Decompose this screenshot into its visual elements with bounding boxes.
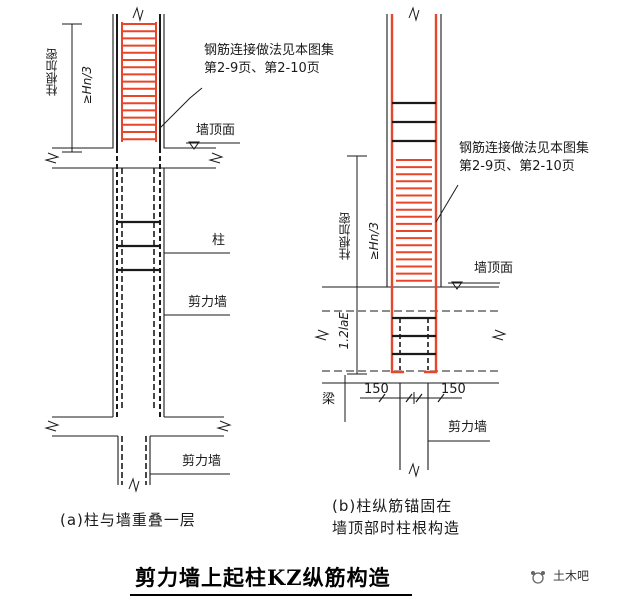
diagram-b-drawing xyxy=(314,6,507,478)
b-red-bar-left xyxy=(390,14,404,374)
a-break-mark-slab-left xyxy=(44,152,60,164)
b-shear-wall-label: 剪力墙 xyxy=(448,420,488,435)
b-width-dim-tick xyxy=(405,393,413,403)
b-beam-label: 梁 xyxy=(322,392,336,407)
b-width-dim-tick xyxy=(415,393,423,403)
a-break-mark-slab-right xyxy=(208,152,224,164)
diagram-a-drawing xyxy=(44,6,240,493)
b-wall-top-symbol xyxy=(451,281,463,290)
watermark-text: 土木吧 xyxy=(553,569,590,583)
a-break-mark-top xyxy=(132,6,144,22)
a-column-right-edge xyxy=(163,14,216,149)
title-underline xyxy=(130,594,412,596)
a-break-mark-bottom xyxy=(128,477,140,493)
a-break-mark-bottom-right xyxy=(216,420,232,432)
b-caption-line2: 墙顶部时柱根构造 xyxy=(332,519,461,537)
b-break-mark-bottom xyxy=(408,462,420,478)
b-note-line1: 钢筋连接做法见本图集 xyxy=(459,141,590,156)
figure-title: 剪力墙上起柱KZ纵筋构造 xyxy=(135,565,391,590)
a-note-leader xyxy=(159,87,203,129)
b-dim-left-150: 150 xyxy=(364,382,389,397)
b-wall-top-label: 墙顶面 xyxy=(474,261,514,276)
a-caption: (a)柱与墙重叠一层 xyxy=(60,511,196,529)
a-column-label: 柱 xyxy=(212,233,226,248)
b-break-mark-left xyxy=(314,329,330,341)
a-note-line1: 钢筋连接做法见本图集 xyxy=(204,43,335,58)
b-width-dim-tick xyxy=(437,393,445,403)
b-note-leader xyxy=(435,184,459,223)
a-note-line2: 第2-9页、第2-10页 xyxy=(204,61,320,76)
b-break-mark-top xyxy=(408,6,420,22)
b-break-mark-right xyxy=(491,329,507,341)
a-wall-top-symbol xyxy=(188,141,200,150)
b-hn-label: ≥Hn/3 xyxy=(367,222,381,261)
b-note-line2: 第2-9页、第2-10页 xyxy=(459,159,575,174)
b-column-root-dense-label: 柱根加密 xyxy=(338,212,352,260)
watermark-icon xyxy=(531,571,545,584)
a-break-mark-bottom-left xyxy=(44,420,60,432)
b-caption-line1: (b)柱纵筋锚固在 xyxy=(332,497,453,515)
a-shear-wall-label-1: 剪力墙 xyxy=(188,295,228,310)
a-hn-label: ≥Hn/3 xyxy=(80,66,94,105)
a-shear-wall-label-2: 剪力墙 xyxy=(182,454,222,469)
a-wall-top-label: 墙顶面 xyxy=(196,123,236,138)
b-dim-right-150: 150 xyxy=(441,382,466,397)
b-width-dim-tick xyxy=(378,393,386,403)
b-red-bar-right xyxy=(424,14,438,374)
a-column-root-dense-label: 柱根加密 xyxy=(45,48,59,96)
b-anchor-length-label: 1.2laE xyxy=(337,312,351,350)
